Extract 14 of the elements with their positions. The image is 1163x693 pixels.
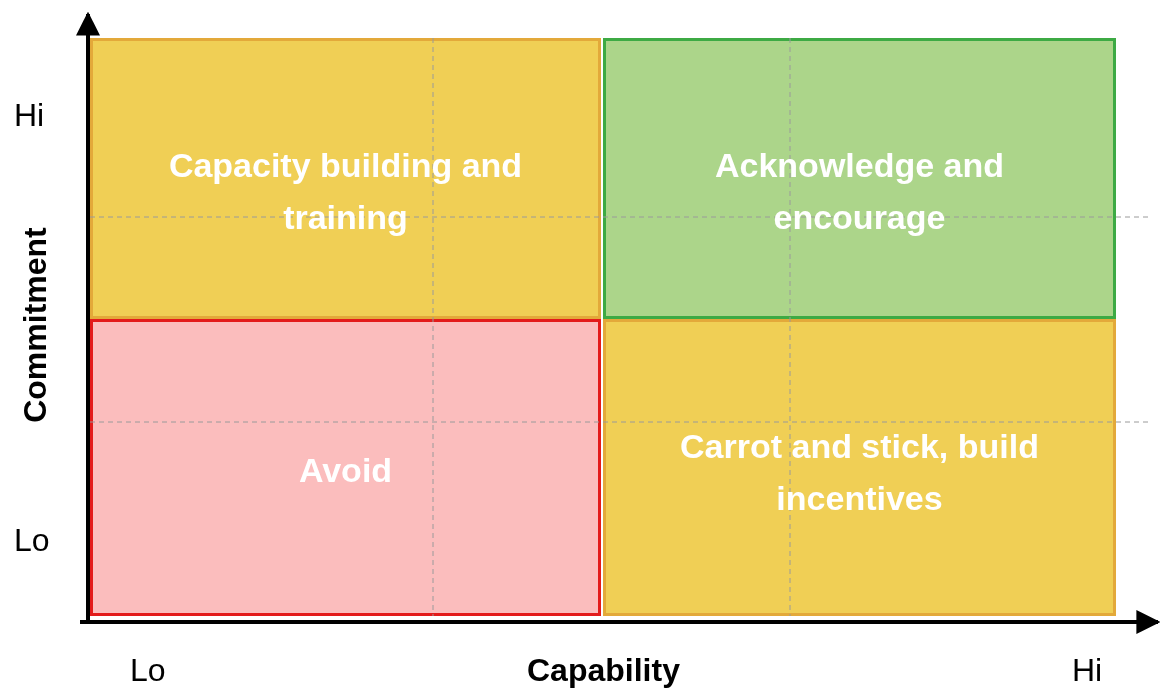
quadrant-label: Acknowledge and encourage — [713, 145, 1006, 238]
axis-title: Commitment — [16, 227, 54, 423]
quadrant-label: Avoid — [297, 450, 394, 491]
quadrant-box — [603, 38, 1116, 319]
quadrant-label: Capacity building and training — [167, 145, 524, 238]
axis-tick-label: Lo — [130, 652, 166, 689]
quadrant-box — [90, 319, 601, 616]
axis-tick-label: Hi — [14, 97, 45, 134]
quadrant-box — [90, 38, 601, 319]
axis-tick-label: Lo — [14, 522, 50, 559]
quadrant-box — [603, 319, 1116, 616]
quadrant-label: Carrot and stick, build incentives — [679, 426, 1040, 519]
axis-tick-label: Hi — [1072, 652, 1103, 689]
axis-title: Capability — [527, 652, 680, 689]
